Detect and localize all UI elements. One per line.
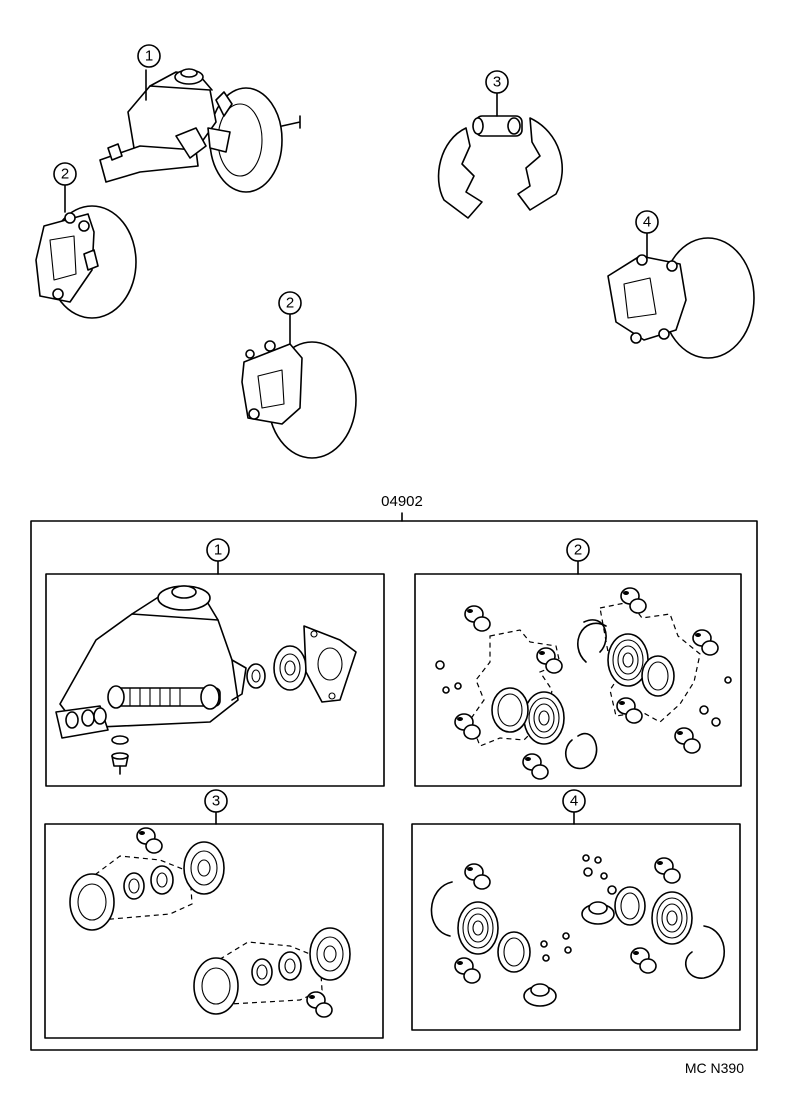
- svg-text:1: 1: [145, 48, 153, 65]
- figure-code: MC N390: [685, 1060, 744, 1076]
- svg-text:3: 3: [212, 793, 220, 810]
- callout-rear-wheel-cylinder: 3: [485, 70, 509, 94]
- front-caliper-right-assembly: [241, 313, 357, 459]
- svg-text:3: 3: [493, 74, 501, 91]
- callout-front-caliper-left: 2: [53, 162, 77, 186]
- kit-frame: [30, 520, 758, 1051]
- kit-box-3-callout: 3: [204, 789, 228, 813]
- svg-text:4: 4: [570, 793, 578, 810]
- svg-text:1: 1: [214, 542, 222, 559]
- kit-part-number: 04902: [381, 493, 423, 510]
- svg-text:2: 2: [574, 542, 582, 559]
- svg-text:2: 2: [61, 166, 69, 183]
- rear-wheel-cylinder-assembly: [437, 91, 564, 219]
- kit-box-2: 2: [414, 538, 742, 787]
- callout-front-caliper-right: 2: [278, 291, 302, 315]
- callout-master-cylinder: 1: [137, 44, 161, 68]
- kit-box-4: 4: [411, 789, 741, 1031]
- front-caliper-left-assembly: [35, 183, 137, 319]
- kit-box-3: 3: [44, 789, 384, 1039]
- kit-box-1-callout: 1: [206, 538, 230, 562]
- kit-box-2-callout: 2: [566, 538, 590, 562]
- kit-box-1: 1: [45, 538, 385, 787]
- kit-box-4-callout: 4: [562, 789, 586, 813]
- svg-text:4: 4: [643, 214, 651, 231]
- master-cylinder-assembly: [99, 68, 301, 193]
- rear-caliper-assembly: [607, 231, 755, 359]
- svg-text:2: 2: [286, 295, 294, 312]
- callout-rear-caliper: 4: [635, 210, 659, 234]
